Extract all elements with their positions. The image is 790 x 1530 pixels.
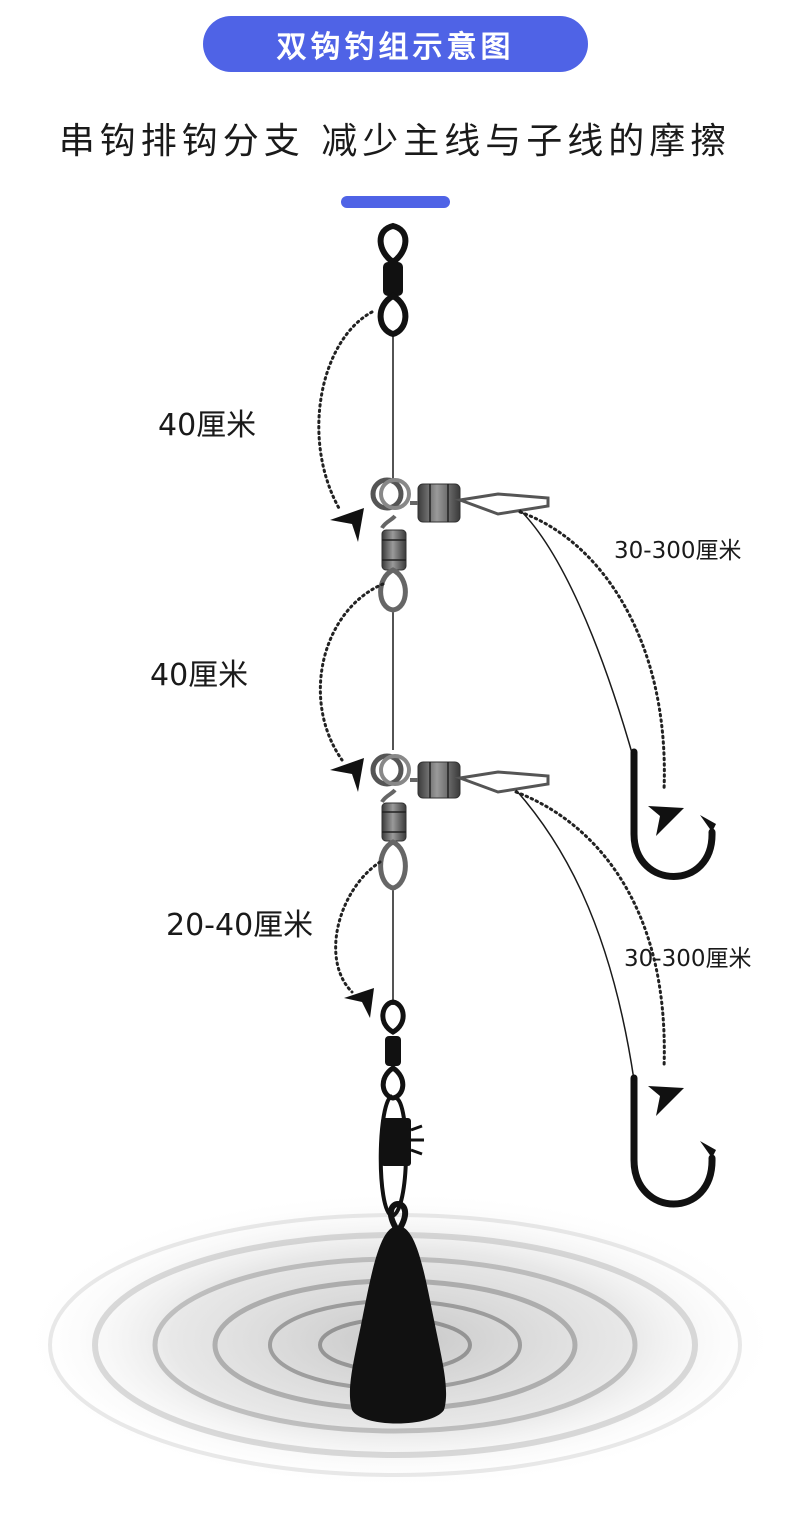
branch-2-label: 30-300厘米 — [624, 946, 751, 972]
sinker — [349, 1200, 447, 1424]
segment-3-label: 20-40厘米 — [166, 908, 313, 943]
accent-bar — [341, 196, 450, 208]
hook-1 — [630, 748, 716, 880]
arrow-heads — [330, 508, 684, 1116]
leader-lines — [515, 509, 635, 1081]
hook-2 — [630, 1074, 716, 1208]
measure-arrows — [317, 310, 666, 1070]
segment-2-label: 40厘米 — [150, 658, 248, 693]
segment-1-label: 40厘米 — [158, 408, 256, 443]
top-swivel — [377, 222, 409, 338]
three-way-swivel-2 — [370, 753, 550, 891]
branch-1-label: 30-300厘米 — [614, 538, 741, 564]
diagram-title: 双钩钓组示意图 — [276, 30, 515, 65]
title-banner: 双钩钓组示意图 — [203, 16, 588, 72]
three-way-swivel-1 — [370, 477, 550, 613]
diagram-subtitle: 串钩排钩分支 减少主线与子线的摩擦 — [58, 121, 732, 162]
bottom-swivel-snap — [378, 999, 424, 1219]
